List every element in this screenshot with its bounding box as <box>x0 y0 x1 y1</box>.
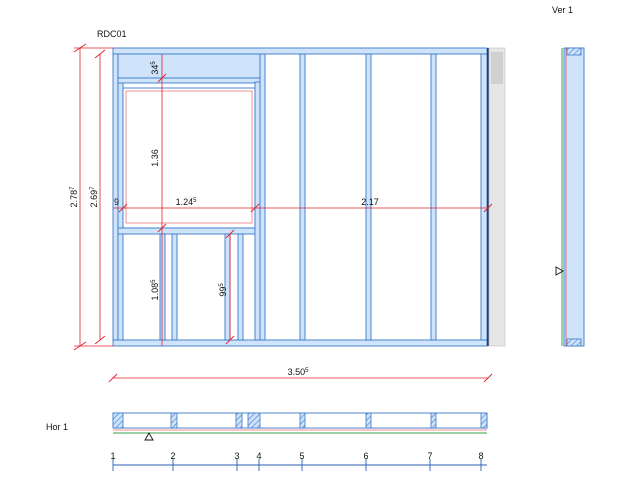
lintel-plate <box>117 77 261 84</box>
svg-text:1.36: 1.36 <box>150 149 160 167</box>
stud-6 <box>365 53 372 341</box>
cripple-stud-4 <box>237 233 244 341</box>
left-gap-dim: 9 <box>114 197 119 207</box>
lintel-dim: 345 <box>150 61 160 75</box>
top-plate <box>112 47 488 55</box>
axis-label-4: 4 <box>256 451 261 461</box>
window-width-dim: 1.245 <box>176 197 198 207</box>
axis-label-6: 6 <box>363 451 368 461</box>
wall-elevation <box>112 47 506 347</box>
cripple-stud-1 <box>159 233 166 341</box>
axis-label-2: 2 <box>170 451 175 461</box>
window-opening <box>122 87 256 229</box>
svg-text:1.085: 1.085 <box>150 279 160 301</box>
window-inner-line <box>125 90 253 224</box>
cripple-stud-2 <box>171 233 178 341</box>
stud-7 <box>430 53 437 341</box>
axis-label-8: 8 <box>478 451 483 461</box>
total-height-dim: 2.787 <box>69 186 79 208</box>
sill-height-dim: 1.085 <box>150 279 160 301</box>
wall-name-label: RDC01 <box>97 29 127 39</box>
vertical-section <box>555 47 585 347</box>
vertical-view-label: Ver 1 <box>552 5 573 15</box>
horizontal-section <box>112 412 488 441</box>
total-width-dim: 3.505 <box>288 367 310 377</box>
inner-height-dim: 2.697 <box>89 186 99 208</box>
window-sill <box>117 227 261 235</box>
king-stud-right <box>259 53 266 341</box>
stud-height-dim: 995 <box>218 283 228 297</box>
axis-label-7: 7 <box>427 451 432 461</box>
section-marker-icon <box>555 266 564 276</box>
bottom-plate <box>112 339 488 347</box>
jack-stud-right <box>254 81 261 341</box>
right-width-dim: 2.17 <box>361 197 379 207</box>
svg-text:995: 995 <box>218 283 228 297</box>
cladding-top-block <box>491 52 503 84</box>
svg-text:345: 345 <box>150 61 160 75</box>
cladding-strip <box>488 47 506 347</box>
section-top-hatch <box>566 47 582 56</box>
plan-marker-icon <box>144 432 154 441</box>
horizontal-view-label: Hor 1 <box>46 422 68 432</box>
axis-label-5: 5 <box>299 451 304 461</box>
axis-line: 1 2 3 4 5 6 7 8 <box>110 451 487 471</box>
section-bottom-hatch <box>566 338 582 347</box>
svg-text:2.787: 2.787 <box>69 186 79 208</box>
axis-label-3: 3 <box>234 451 239 461</box>
stud-5 <box>299 53 306 341</box>
section-body <box>563 47 585 347</box>
end-stud-right <box>480 53 488 341</box>
dimension-lines <box>73 43 493 383</box>
lintel <box>117 53 261 79</box>
window-height-dim: 1.36 <box>150 149 160 167</box>
axis-label-1: 1 <box>110 451 115 461</box>
svg-text:2.697: 2.697 <box>89 186 99 208</box>
